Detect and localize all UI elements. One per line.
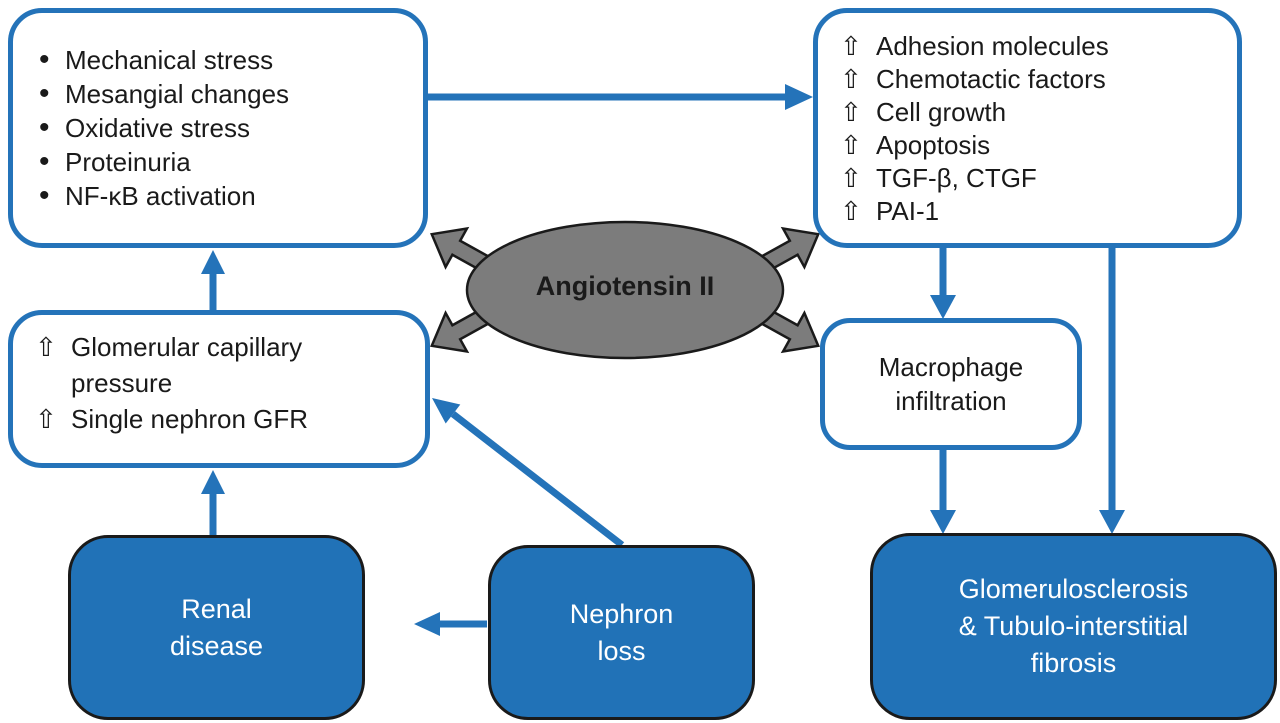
list-item-label: PAI-1 <box>876 196 940 226</box>
arrow-mediators-to-macrophage <box>930 248 956 319</box>
list-item-label: Oxidative stress <box>65 113 250 143</box>
stimuli-box: • Mechanical stress • Mesangial changes … <box>8 8 428 248</box>
up-arrow-icon: ⇧ <box>840 196 862 226</box>
renal-disease-box: Renal disease <box>68 535 365 720</box>
list-item-label: Adhesion molecules <box>876 31 1109 61</box>
macrophage-label-line: infiltration <box>895 386 1007 416</box>
bullet-icon: • <box>39 43 50 76</box>
list-item-label: Single nephron GFR <box>71 404 309 434</box>
nephron-loss-label-line: Nephron <box>569 598 674 629</box>
list-item: ⇧ Cell growth <box>840 96 1229 129</box>
bullet-icon: • <box>39 179 50 212</box>
list-item-label: Apoptosis <box>876 130 991 160</box>
up-arrow-icon: ⇧ <box>840 64 862 94</box>
mediators-box: ⇧ Adhesion molecules ⇧ Chemotactic facto… <box>813 8 1242 248</box>
list-item: • NF-κB activation <box>39 179 415 213</box>
list-item-label: Cell growth <box>876 97 1007 127</box>
macrophage-box: Macrophage infiltration <box>820 318 1082 450</box>
list-item-label: Proteinuria <box>65 147 191 177</box>
up-arrow-icon: ⇧ <box>840 97 862 127</box>
list-item: ⇧ TGF-β, CTGF <box>840 162 1229 195</box>
list-item-label: Mechanical stress <box>65 45 274 75</box>
nephron-loss-box: Nephron loss <box>488 545 755 720</box>
list-item-label: Glomerular capillary pressure <box>71 332 303 398</box>
hemodynamics-box: ⇧ Glomerular capillary pressure ⇧ Single… <box>8 310 430 468</box>
arrow-stimuli-to-mediators <box>428 84 813 110</box>
list-item: ⇧ Adhesion molecules <box>840 30 1229 63</box>
up-arrow-icon: ⇧ <box>35 332 57 362</box>
bullet-icon: • <box>39 77 50 110</box>
up-arrow-icon: ⇧ <box>840 130 862 160</box>
arrow-hemo-to-stimuli <box>201 250 225 310</box>
list-item-label: Chemotactic factors <box>876 64 1106 94</box>
angiotensin-ellipse <box>465 220 785 360</box>
arrow-nephron-to-hemo <box>432 398 625 548</box>
arrow-renal-to-hemo <box>201 470 225 535</box>
arrow-nephron-to-renal <box>414 612 487 636</box>
list-item: ⇧ Chemotactic factors <box>840 63 1229 96</box>
renal-disease-label-line: Renal <box>181 593 252 624</box>
nephron-loss-label-line: loss <box>597 635 646 666</box>
fibrosis-label-line: Glomerulosclerosis <box>958 574 1189 604</box>
fibrosis-label-line: fibrosis <box>1030 648 1117 678</box>
bullet-icon: • <box>39 145 50 178</box>
renal-disease-label-line: disease <box>169 630 264 661</box>
list-item: ⇧ Single nephron GFR <box>35 401 417 437</box>
up-arrow-icon: ⇧ <box>840 31 862 61</box>
fibrosis-label-line: & Tubulo-interstitial <box>958 611 1189 641</box>
up-arrow-icon: ⇧ <box>840 163 862 193</box>
arrow-macrophage-to-fibrosis <box>930 450 956 534</box>
list-item: ⇧ PAI-1 <box>840 195 1229 228</box>
list-item-label: NF-κB activation <box>65 181 256 211</box>
arrow-mediators-to-fibrosis <box>1099 248 1125 534</box>
list-item: ⇧ Apoptosis <box>840 129 1229 162</box>
angiotensin-label: Angiotensin II <box>535 271 715 301</box>
fibrosis-box: Glomerulosclerosis & Tubulo-interstitial… <box>870 533 1277 720</box>
list-item: • Mechanical stress <box>39 43 415 77</box>
bullet-icon: • <box>39 111 50 144</box>
list-item: • Mesangial changes <box>39 77 415 111</box>
macrophage-label-line: Macrophage <box>878 352 1024 382</box>
list-item: • Proteinuria <box>39 145 415 179</box>
list-item-label: TGF-β, CTGF <box>876 163 1037 193</box>
list-item-label: Mesangial changes <box>65 79 290 109</box>
list-item: ⇧ Glomerular capillary pressure <box>35 329 417 401</box>
list-item: • Oxidative stress <box>39 111 415 145</box>
up-arrow-icon: ⇧ <box>35 404 57 434</box>
